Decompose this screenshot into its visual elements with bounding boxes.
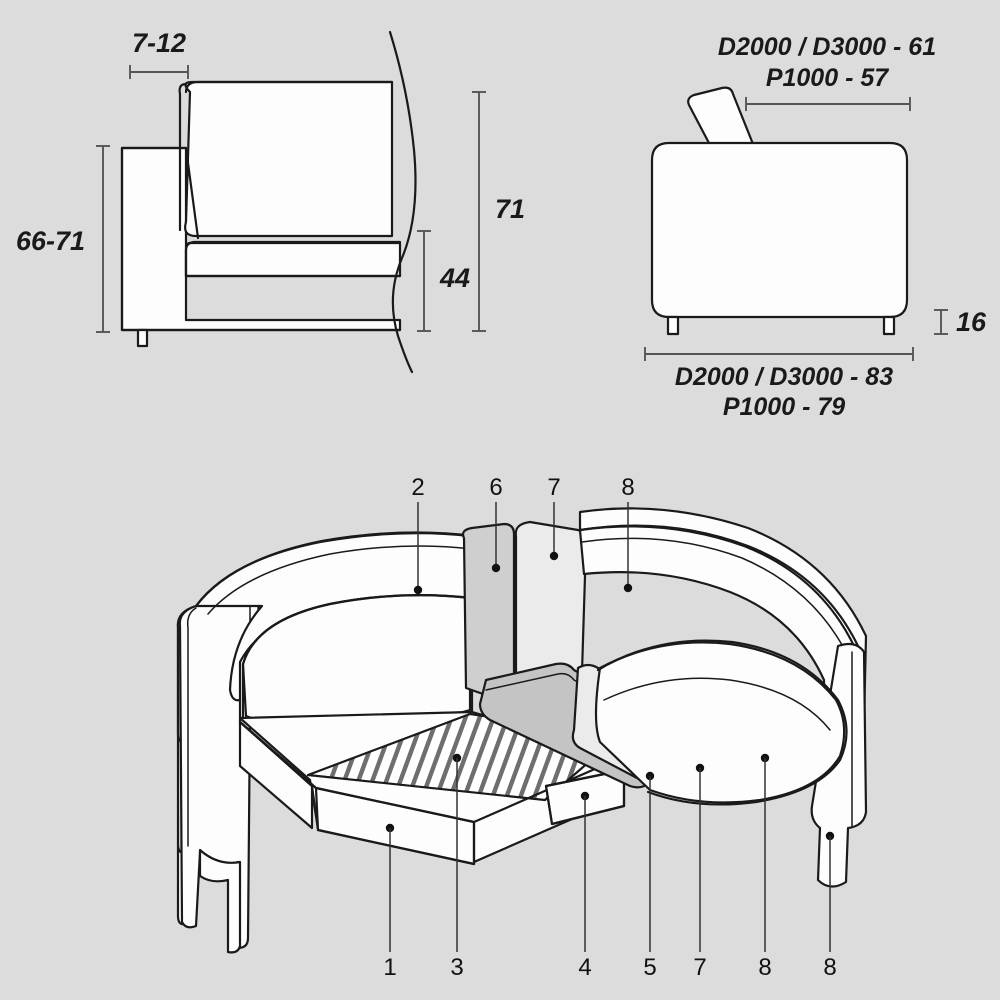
back-rest-left-top-edge-inner	[207, 545, 473, 615]
back-rest-right-top-edge-inner	[581, 537, 847, 653]
side-view-back-cushion	[184, 80, 394, 238]
back-panel-face-left-outline	[241, 594, 474, 714]
callout-label-top-8: 8	[621, 474, 634, 501]
leader-dot-top-7	[549, 551, 559, 561]
callouts-bottom: 1 3 4 5 7 8 8	[383, 753, 837, 981]
side-view-seat-top	[184, 240, 402, 252]
side-view-back-cushion-top	[184, 80, 394, 94]
side-view-leg	[136, 328, 149, 348]
front-view-leg-left	[666, 315, 680, 336]
callout-label-bottom-7: 7	[693, 954, 706, 981]
callout-label-bottom-4: 4	[578, 954, 591, 981]
dim-label-overall-depth-a: D2000 / D3000 - 83	[675, 363, 893, 391]
front-view-reclined-backrest	[687, 86, 755, 147]
dim-label-seat-depth-upper-a: D2000 / D3000 - 61	[718, 33, 936, 61]
callouts-top: 2 6 7 8	[411, 474, 635, 595]
back-rest-left-top-edge	[194, 531, 476, 608]
dimension-overall-height: 66-71	[16, 145, 110, 333]
dim-label-back-height: 71	[495, 194, 525, 224]
leader-dot-top-6	[491, 563, 501, 573]
back-cushion-6	[461, 522, 516, 702]
dim-label-overall-depth-b: P1000 - 79	[723, 393, 845, 421]
dimension-seat-depth-upper: D2000 / D3000 - 61 P1000 - 57	[718, 33, 936, 111]
dimension-armrest-width: 7-12	[129, 28, 189, 79]
dim-label-seat-height: 44	[439, 263, 470, 293]
front-view-leg-right	[882, 315, 896, 336]
dimension-overall-depth: D2000 / D3000 - 83 P1000 - 79	[644, 347, 914, 421]
callout-label-bottom-8b: 8	[823, 954, 836, 981]
dim-label-leg-height: 16	[956, 307, 987, 337]
dim-label-overall-height: 66-71	[16, 226, 85, 256]
back-rest-right-top-edge	[578, 524, 860, 648]
side-view-seat-cushion	[184, 241, 402, 278]
callout-label-bottom-8a: 8	[758, 954, 771, 981]
seat-cushion-5-top-seam	[485, 672, 677, 739]
seat-frame-left-edge	[238, 698, 314, 830]
dimension-leg-height: 16	[934, 307, 987, 337]
perspective-view-group: 2 6 7 8 1 3 4	[176, 474, 868, 981]
dim-label-seat-depth-upper-b: P1000 - 57	[766, 64, 889, 92]
dim-label-armrest-width: 7-12	[132, 28, 186, 58]
callout-label-bottom-1: 1	[383, 954, 396, 981]
seat-cushion-main-right-outline	[596, 639, 848, 806]
front-view-body	[650, 141, 909, 319]
callout-label-top-7: 7	[547, 474, 560, 501]
left-arm-inner-edge	[186, 607, 197, 847]
dimension-back-height: 71	[472, 91, 525, 332]
callout-label-bottom-3: 3	[450, 954, 463, 981]
side-view-back-cushion-left	[178, 82, 188, 232]
dimension-seat-height: 44	[417, 230, 470, 332]
side-view-backrest-slope	[184, 146, 200, 240]
seat-front-rail-face	[314, 786, 476, 866]
leader-dot-top-2	[413, 585, 423, 595]
callout-label-bottom-5: 5	[643, 954, 656, 981]
leader-dot-top-8	[623, 583, 633, 593]
callout-label-top-6: 6	[489, 474, 502, 501]
side-view-group: 7-12 66-71 71 44	[16, 28, 525, 374]
perspective-front-leg-left	[198, 848, 242, 954]
side-view-break-line	[388, 30, 417, 374]
seat-cushion-main-right-seam	[603, 677, 831, 731]
callout-label-top-2: 2	[411, 474, 424, 501]
front-view-group: D2000 / D3000 - 61 P1000 - 57 16 D2000 /…	[644, 33, 987, 421]
